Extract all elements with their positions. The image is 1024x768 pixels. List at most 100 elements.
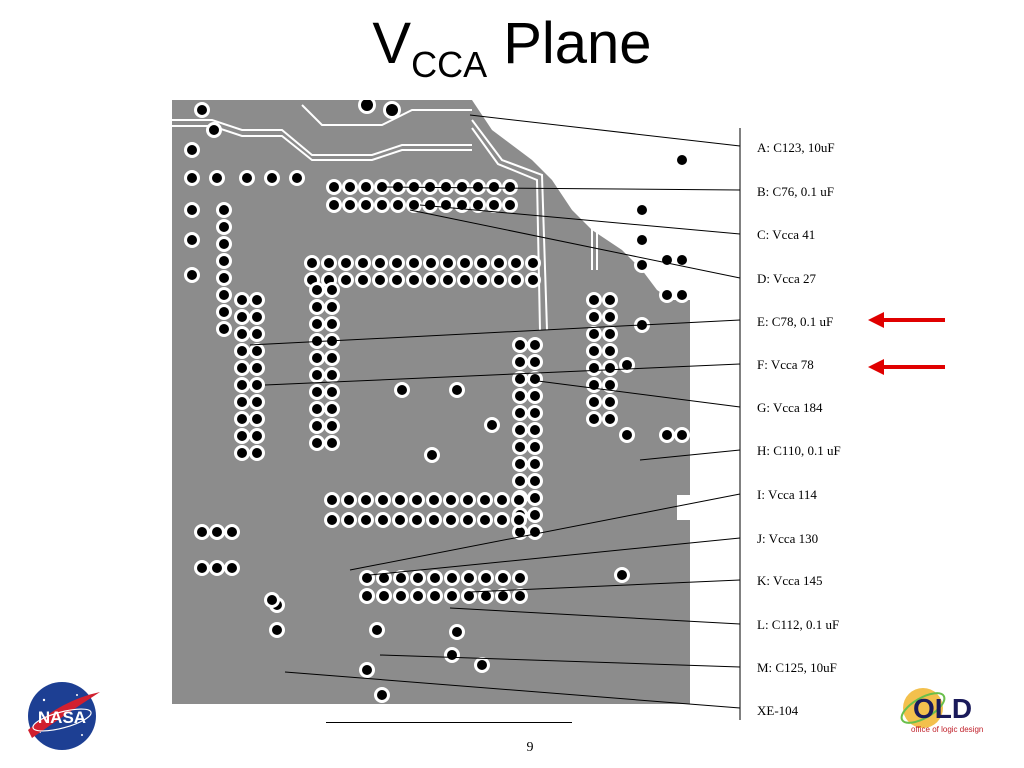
via bbox=[429, 515, 439, 525]
via bbox=[312, 421, 322, 431]
via bbox=[429, 495, 439, 505]
via bbox=[480, 495, 490, 505]
via bbox=[441, 182, 451, 192]
label-f: F: Vcca 78 bbox=[757, 357, 814, 372]
via bbox=[589, 312, 599, 322]
via bbox=[481, 573, 491, 583]
via bbox=[589, 295, 599, 305]
via bbox=[358, 258, 368, 268]
via bbox=[361, 200, 371, 210]
via bbox=[464, 573, 474, 583]
via bbox=[605, 363, 615, 373]
via bbox=[237, 329, 247, 339]
via bbox=[515, 459, 525, 469]
via bbox=[379, 573, 389, 583]
via bbox=[464, 591, 474, 601]
via bbox=[605, 414, 615, 424]
via bbox=[312, 285, 322, 295]
via bbox=[409, 200, 419, 210]
via bbox=[515, 527, 525, 537]
via bbox=[514, 495, 524, 505]
via bbox=[622, 360, 632, 370]
via bbox=[480, 515, 490, 525]
via bbox=[237, 346, 247, 356]
via bbox=[637, 260, 647, 270]
via bbox=[498, 591, 508, 601]
via bbox=[219, 290, 229, 300]
via bbox=[412, 515, 422, 525]
traces bbox=[172, 104, 598, 331]
via bbox=[497, 515, 507, 525]
via bbox=[511, 258, 521, 268]
via bbox=[605, 397, 615, 407]
via bbox=[412, 495, 422, 505]
via bbox=[219, 205, 229, 215]
via bbox=[252, 380, 262, 390]
via bbox=[327, 421, 337, 431]
via bbox=[227, 527, 237, 537]
via bbox=[209, 125, 219, 135]
via bbox=[662, 290, 672, 300]
via bbox=[327, 302, 337, 312]
label-k: K: Vcca 145 bbox=[757, 573, 823, 588]
via bbox=[345, 200, 355, 210]
via bbox=[511, 275, 521, 285]
via bbox=[489, 200, 499, 210]
via bbox=[312, 404, 322, 414]
via bbox=[252, 431, 262, 441]
via bbox=[212, 527, 222, 537]
highlight-arrows bbox=[868, 312, 945, 375]
via bbox=[528, 258, 538, 268]
via bbox=[530, 340, 540, 350]
via bbox=[605, 295, 615, 305]
via bbox=[324, 258, 334, 268]
via bbox=[473, 200, 483, 210]
via bbox=[605, 329, 615, 339]
via bbox=[505, 200, 515, 210]
via bbox=[662, 430, 672, 440]
via bbox=[219, 222, 229, 232]
via bbox=[515, 425, 525, 435]
via bbox=[494, 258, 504, 268]
via bbox=[362, 665, 372, 675]
via bbox=[327, 319, 337, 329]
label-h: H: C110, 0.1 uF bbox=[757, 443, 841, 458]
via bbox=[605, 312, 615, 322]
via bbox=[307, 258, 317, 268]
via bbox=[345, 182, 355, 192]
via bbox=[446, 495, 456, 505]
svg-text:NASA: NASA bbox=[38, 708, 86, 727]
via bbox=[219, 239, 229, 249]
via bbox=[267, 173, 277, 183]
via bbox=[312, 319, 322, 329]
via bbox=[530, 357, 540, 367]
via bbox=[677, 155, 687, 165]
via bbox=[312, 438, 322, 448]
via bbox=[430, 591, 440, 601]
pcb-svg bbox=[172, 96, 690, 704]
title-plane: Plane bbox=[487, 11, 652, 76]
via bbox=[377, 200, 387, 210]
via bbox=[617, 570, 627, 580]
via bbox=[372, 625, 382, 635]
via bbox=[187, 145, 197, 155]
via bbox=[329, 182, 339, 192]
via bbox=[452, 385, 462, 395]
via bbox=[252, 346, 262, 356]
via bbox=[514, 515, 524, 525]
via bbox=[589, 329, 599, 339]
label-l: L: C112, 0.1 uF bbox=[757, 617, 840, 632]
via bbox=[252, 397, 262, 407]
via bbox=[237, 431, 247, 441]
via bbox=[392, 275, 402, 285]
label-a: A: C123, 10uF bbox=[757, 140, 835, 155]
via bbox=[677, 255, 687, 265]
via bbox=[497, 495, 507, 505]
via bbox=[396, 573, 406, 583]
via bbox=[341, 258, 351, 268]
via bbox=[677, 290, 687, 300]
via bbox=[197, 527, 207, 537]
via bbox=[426, 258, 436, 268]
via bbox=[395, 495, 405, 505]
via bbox=[312, 302, 322, 312]
